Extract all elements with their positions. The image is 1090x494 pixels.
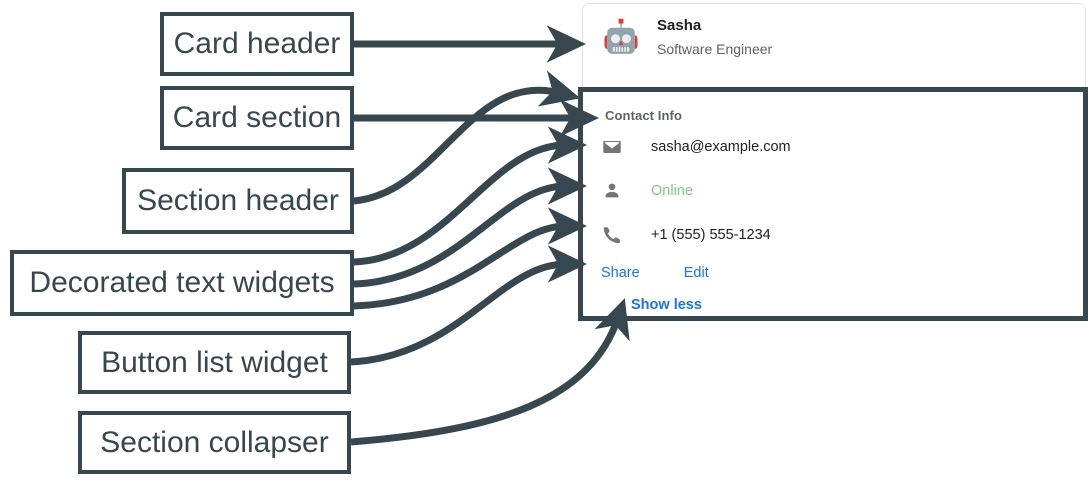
label-section-header-text: Section header	[137, 184, 339, 217]
card-section-content: Contact Info sasha@example.com Online	[583, 92, 1083, 316]
label-card-section-text: Card section	[172, 101, 342, 134]
profile-card: Sasha Software Engineer	[582, 3, 1086, 93]
arrow-decorated-online	[353, 167, 587, 288]
phone-icon	[603, 227, 620, 244]
arrow-button-list	[350, 245, 587, 366]
button-list-widget: Share Edit	[601, 257, 1083, 289]
label-button-list-widget-text: Button list widget	[101, 345, 328, 379]
card-header: Sasha Software Engineer	[583, 4, 1085, 60]
label-card-header-text: Card header	[173, 27, 341, 60]
share-button[interactable]: Share	[601, 265, 640, 281]
label-section-collapser: Section collapser	[78, 411, 351, 474]
row-email-text: sasha@example.com	[651, 139, 791, 155]
label-section-collapser-text: Section collapser	[100, 425, 329, 459]
label-button-list-widget: Button list widget	[78, 331, 351, 394]
label-decorated-text-widgets-text: Decorated text widgets	[29, 266, 335, 299]
label-section-header: Section header	[122, 168, 354, 234]
edit-button[interactable]: Edit	[683, 265, 709, 281]
label-card-header: Card header	[160, 12, 354, 76]
row-email: sasha@example.com	[601, 127, 1083, 167]
card-header-text: Sasha Software Engineer	[657, 17, 772, 59]
card-section: Contact Info sasha@example.com Online	[578, 87, 1088, 321]
row-status-text: Online	[651, 183, 693, 199]
arrow-decorated-phone	[353, 207, 587, 310]
card-subtitle: Software Engineer	[657, 40, 773, 57]
section-header: Contact Info	[605, 108, 683, 123]
email-icon	[603, 141, 621, 153]
row-status: Online	[601, 171, 1083, 211]
label-card-section: Card section	[160, 86, 354, 150]
arrow-section-collapser	[350, 298, 630, 446]
person-icon	[605, 183, 619, 198]
card-title: Sasha	[657, 16, 702, 34]
label-decorated-text-widgets: Decorated text widgets	[10, 250, 354, 316]
row-phone: +1 (555) 555-1234	[601, 215, 1083, 255]
arrow-section-header	[353, 70, 581, 205]
robot-avatar-icon	[604, 18, 638, 54]
section-collapser-button[interactable]: Show less	[631, 297, 702, 313]
row-phone-text: +1 (555) 555-1234	[651, 227, 771, 243]
arrow-decorated-email	[353, 126, 587, 266]
